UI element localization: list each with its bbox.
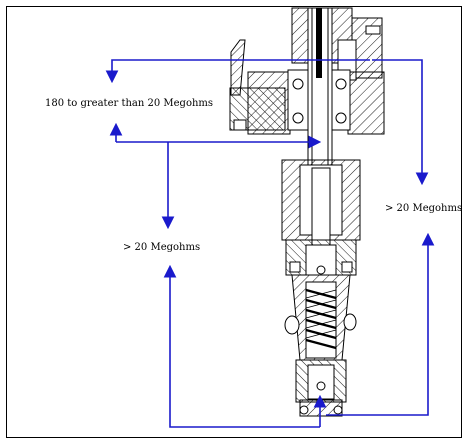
label-top-left: 180 to greater than 20 Megohms bbox=[45, 98, 214, 109]
arrow-top-left-up bbox=[105, 59, 370, 84]
left-stub bbox=[230, 39, 246, 96]
bottom-nozzle bbox=[295, 359, 347, 417]
arrow-right-down bbox=[372, 59, 429, 186]
spring-section bbox=[284, 274, 357, 361]
central-shaft bbox=[307, 7, 333, 169]
bearing-block bbox=[229, 69, 385, 135]
top-housing bbox=[291, 7, 383, 81]
leader-arrows bbox=[105, 59, 435, 428]
arrow-bottom-left bbox=[163, 264, 320, 428]
lower-body bbox=[281, 159, 361, 276]
label-right: > 20 Megohms bbox=[385, 203, 463, 214]
label-middle-left: > 20 Megohms bbox=[123, 242, 201, 253]
arrow-bottom-right bbox=[326, 232, 435, 416]
